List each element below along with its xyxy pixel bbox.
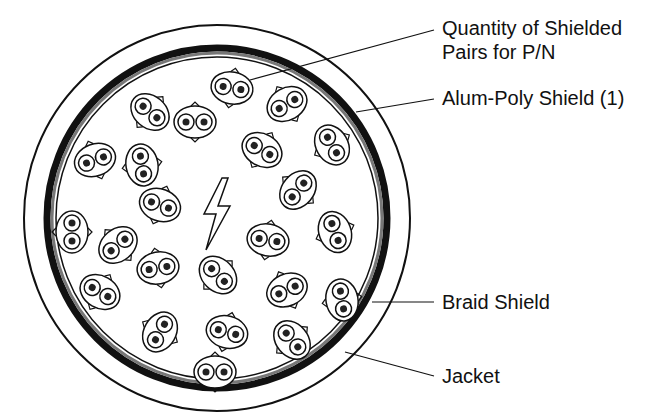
shielded-pair bbox=[309, 205, 361, 258]
shielded-pair bbox=[202, 307, 253, 357]
shielded-pair bbox=[132, 304, 188, 360]
shielded-pair bbox=[304, 117, 360, 173]
shielded-pair bbox=[121, 83, 179, 141]
leader-lines bbox=[250, 30, 434, 376]
shielded-pair bbox=[244, 217, 292, 264]
shielded-pair bbox=[194, 352, 236, 392]
shielded-pair bbox=[259, 76, 315, 132]
shielded-pair bbox=[119, 141, 166, 189]
shielded-pair bbox=[133, 179, 186, 231]
shielded-pairs bbox=[52, 65, 365, 392]
shielded-pair bbox=[189, 246, 247, 304]
braid-shield bbox=[47, 48, 387, 388]
shielded-pair bbox=[174, 102, 216, 142]
alum-poly-label: Alum-Poly Shield (1) bbox=[440, 86, 626, 110]
shielded-pair bbox=[68, 134, 121, 186]
shielded-pair bbox=[234, 122, 290, 178]
shielded-pair bbox=[260, 263, 315, 317]
shielded-pair bbox=[269, 161, 327, 219]
jacket-outline bbox=[24, 25, 410, 411]
braid-inner bbox=[52, 53, 382, 383]
jacket-label: Jacket bbox=[440, 364, 502, 388]
drain-bolt-symbol bbox=[204, 178, 230, 250]
alum-poly-shield bbox=[56, 57, 378, 379]
braid-label: Braid Shield bbox=[440, 290, 552, 314]
shielded-pair bbox=[319, 276, 366, 324]
shielded-pair bbox=[52, 211, 92, 253]
shielded-pair bbox=[72, 264, 128, 320]
shielded-pair bbox=[263, 311, 321, 369]
shielded-pair bbox=[134, 245, 182, 292]
pairs-label: Quantity of Shielded Pairs for P/N bbox=[440, 16, 644, 64]
shielded-pair bbox=[208, 65, 256, 112]
